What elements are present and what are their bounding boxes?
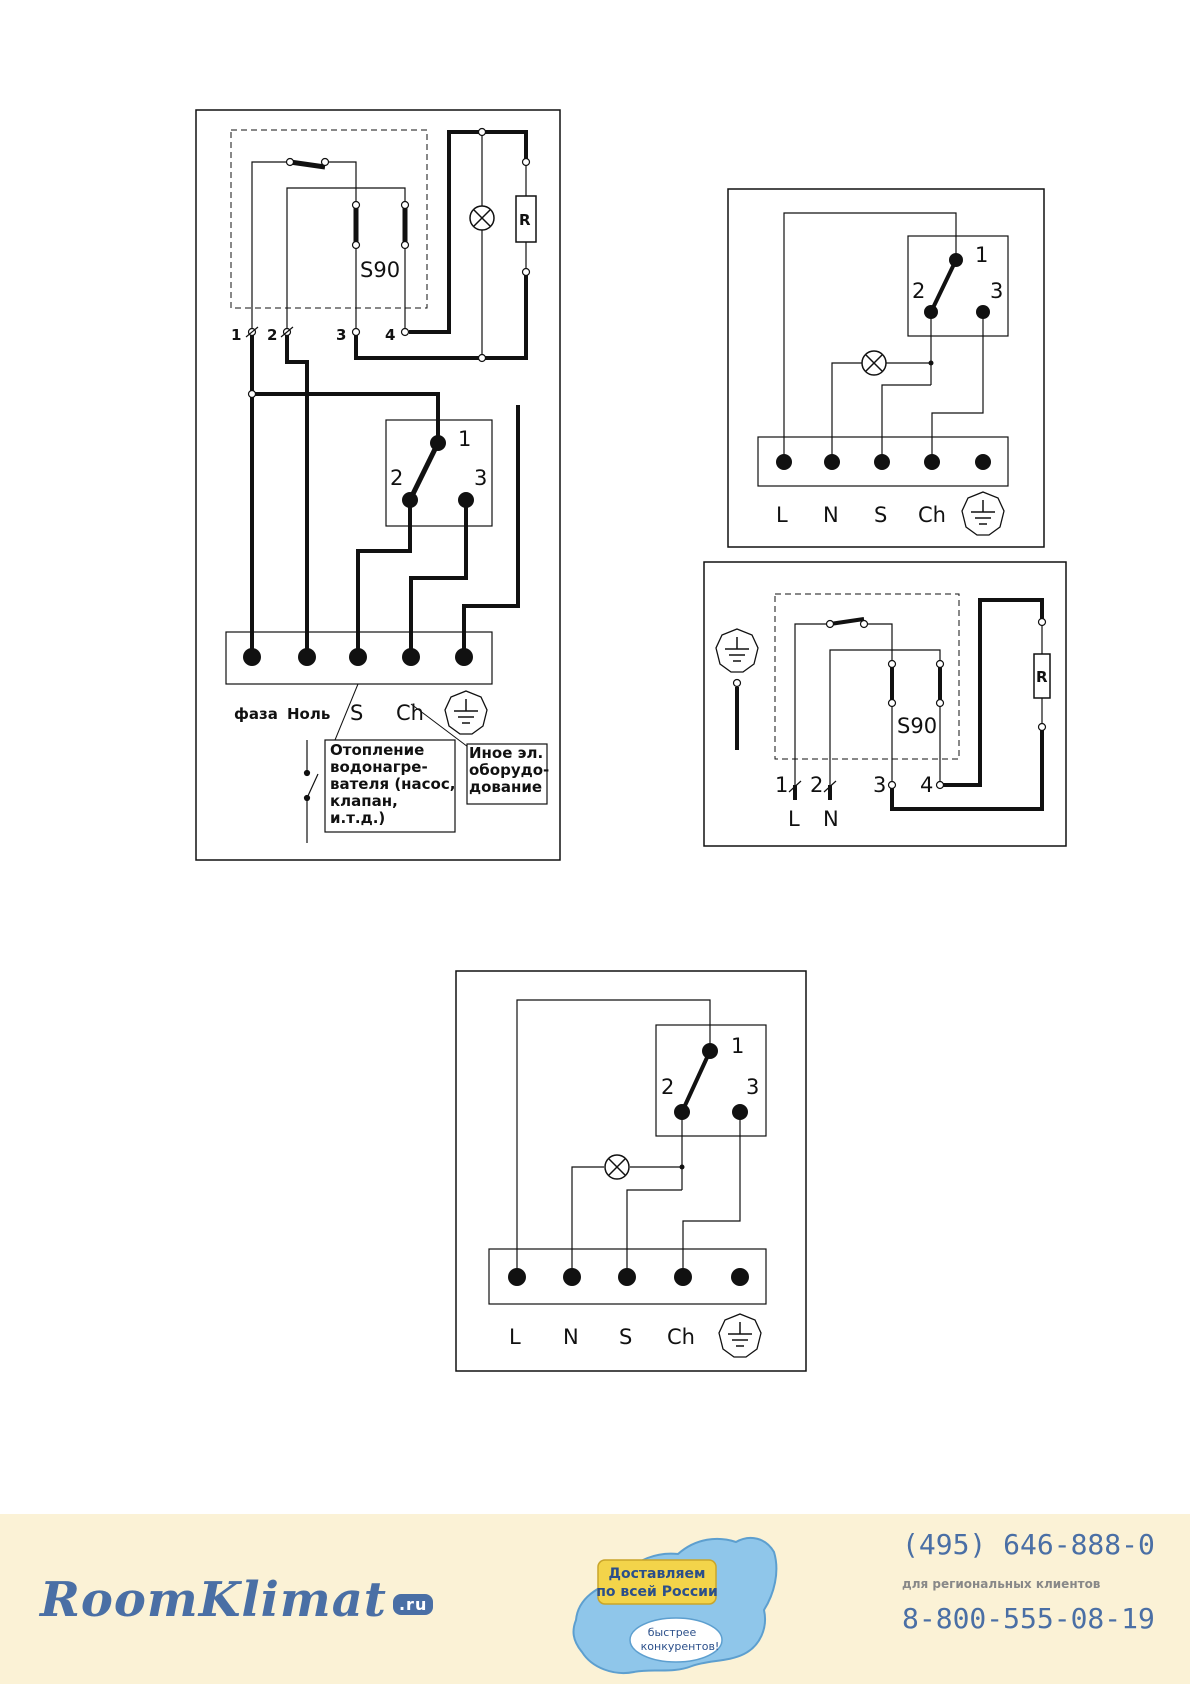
terminal-number: 2 bbox=[267, 326, 277, 344]
ground-icon bbox=[715, 628, 759, 673]
brand-tld: .ru bbox=[392, 1594, 434, 1615]
mode-switch-box bbox=[655, 1024, 767, 1137]
switch-number: 2 bbox=[390, 466, 403, 490]
terminal-number: 1 bbox=[775, 773, 788, 797]
phone-moscow[interactable]: (495) 646-888-0 bbox=[902, 1528, 1155, 1561]
switch-number: 1 bbox=[975, 243, 988, 267]
terminal-number: 3 bbox=[336, 326, 346, 344]
terminal-label: S bbox=[874, 503, 887, 527]
terminal-label: Ch bbox=[667, 1325, 695, 1349]
terminal-label: S bbox=[619, 1325, 632, 1349]
delivery-promo[interactable]: Доставляем по всей России быстрее конкур… bbox=[568, 1528, 782, 1678]
terminal-number: 3 bbox=[873, 773, 886, 797]
terminal-label: N bbox=[563, 1325, 579, 1349]
thermostat-housing bbox=[230, 129, 428, 309]
svg-text:Доставляем: Доставляем bbox=[609, 1566, 706, 1582]
switch-number: 3 bbox=[990, 279, 1003, 303]
terminal-number: 2 bbox=[810, 773, 823, 797]
terminal-label: L bbox=[776, 503, 788, 527]
switch-number: 2 bbox=[912, 279, 925, 303]
thermostat-label: S90 bbox=[360, 258, 400, 282]
heating-equipment-note: Отопление водонагре- вателя (насос, клап… bbox=[330, 742, 456, 827]
footer-banner: RoomKlimat.ru Доставляем по всей России … bbox=[0, 1514, 1190, 1684]
diagram-thermostat-resistor: S90 1 2 3 4 R L N bbox=[703, 561, 1067, 847]
diagram-frame bbox=[703, 561, 1067, 847]
switch-number: 2 bbox=[661, 1075, 674, 1099]
svg-text:быстрее: быстрее bbox=[648, 1626, 697, 1639]
diagram-frame bbox=[455, 970, 807, 1372]
promo-label bbox=[597, 1559, 717, 1605]
terminal-block bbox=[757, 436, 1009, 487]
switch-number: 3 bbox=[474, 466, 487, 490]
phone-note: для региональных клиентов bbox=[902, 1577, 1101, 1591]
mode-switch-box bbox=[907, 235, 1009, 337]
ground-icon bbox=[718, 1313, 762, 1358]
terminal-label: L bbox=[509, 1325, 521, 1349]
thermostat-label: S90 bbox=[897, 714, 937, 738]
terminal-label: Ch bbox=[918, 503, 946, 527]
terminal-label: фаза bbox=[234, 705, 278, 723]
other-equipment-note: Иное эл. оборудо- дование bbox=[469, 745, 549, 796]
terminal-number: 4 bbox=[385, 326, 395, 344]
svg-text:конкурентов!: конкурентов! bbox=[641, 1640, 720, 1653]
terminal-label: Ноль bbox=[287, 705, 330, 723]
switch-number: 1 bbox=[458, 427, 471, 451]
supply-label: L bbox=[788, 807, 800, 831]
brand-logo[interactable]: RoomKlimat.ru bbox=[40, 1572, 434, 1628]
ground-icon bbox=[444, 690, 488, 735]
russia-map-icon bbox=[572, 1536, 778, 1674]
terminal-label: Ch bbox=[396, 701, 424, 725]
terminal-label: S bbox=[350, 701, 363, 725]
terminal-block bbox=[488, 1248, 767, 1305]
wiring-sheet: S90 1 2 3 4 R 1 2 3 bbox=[195, 109, 1067, 1372]
promo-badge bbox=[629, 1617, 723, 1663]
phone-regions[interactable]: 8-800-555-08-19 bbox=[902, 1602, 1155, 1635]
terminal-number: 4 bbox=[920, 773, 933, 797]
resistor-label: R bbox=[519, 211, 531, 229]
svg-text:по всей России: по всей России bbox=[596, 1584, 718, 1600]
diagram-boiler-wiring: S90 1 2 3 4 R 1 2 3 bbox=[195, 109, 561, 861]
terminal-label: N bbox=[823, 503, 839, 527]
resistor-label: R bbox=[1036, 668, 1048, 686]
diagram-frame bbox=[195, 109, 561, 861]
thermostat-housing bbox=[774, 593, 960, 760]
terminal-block bbox=[225, 631, 493, 685]
diagram-frame bbox=[727, 188, 1045, 548]
bimetal-contact bbox=[289, 159, 326, 170]
terminal-number: 1 bbox=[231, 326, 241, 344]
switch-number: 3 bbox=[746, 1075, 759, 1099]
switch-number: 1 bbox=[731, 1034, 744, 1058]
diagram-switch-terminal-2: 1 2 3 L N S Ch bbox=[455, 970, 807, 1372]
diagram-switch-terminal: 1 2 3 L N S Ch bbox=[727, 188, 1045, 548]
supply-label: N bbox=[823, 807, 839, 831]
ground-icon bbox=[961, 491, 1005, 536]
